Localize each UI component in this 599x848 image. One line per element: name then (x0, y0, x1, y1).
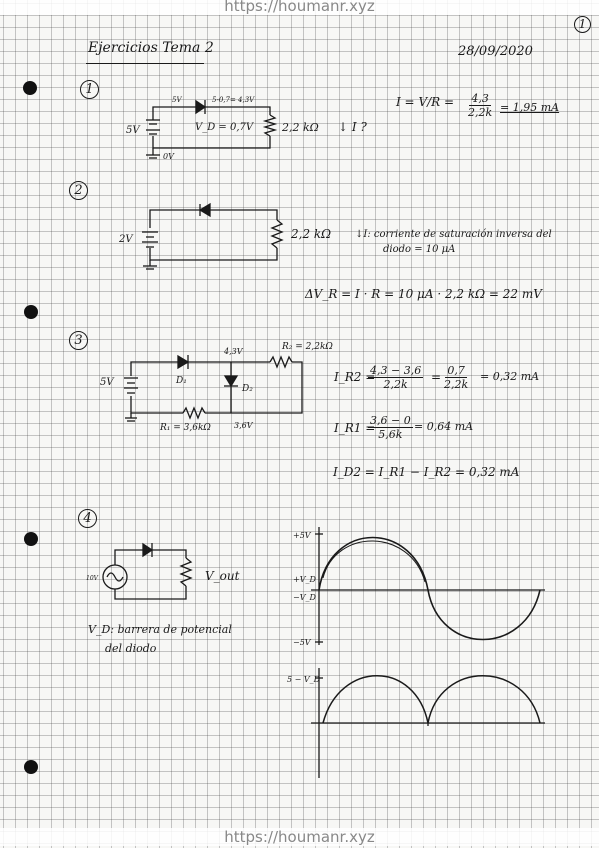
note: V_D: barrera de potencial (88, 623, 232, 636)
title-underline (86, 63, 204, 64)
exercise-number: 2 (69, 181, 88, 200)
resistor-icon (179, 557, 193, 587)
resistor-label: 2,2 kΩ (281, 121, 319, 134)
eq3b-result: = 0,64 mA (414, 420, 474, 433)
denominator: 5,6k (378, 428, 403, 441)
denominator: 2,2k (383, 378, 408, 391)
eq3b-lhs: I_R1 = (334, 421, 376, 435)
current-note: ↓I: corriente de saturación inversa del (355, 229, 552, 240)
current-note: diodo = 10 μA (383, 244, 455, 255)
exercise-number: 4 (78, 509, 97, 528)
binder-hole (23, 81, 37, 95)
watermark-top: https://houmanr.xyz (0, 0, 599, 15)
numerator: 4,3 (469, 92, 491, 106)
diode-label: D₁ (175, 376, 187, 386)
node-label: 4,3V (223, 347, 244, 356)
equation: ΔV_R = I · R = 10 μA · 2,2 kΩ = 22 mV (304, 287, 543, 301)
eq1-lhs: I = V/R = (396, 95, 454, 109)
axis-label: +5V (293, 531, 312, 540)
vout-label: V_out (205, 569, 240, 583)
resistor-icon (182, 406, 206, 420)
page-date: 28/09/2020 (458, 44, 533, 59)
note: del diodo (105, 642, 157, 655)
resistor-icon (262, 114, 278, 137)
diode-icon (142, 542, 154, 558)
source-label: 5V (100, 377, 115, 388)
axis-label: −V_D (293, 593, 316, 602)
fraction: 3,6 − 0 5,6k (368, 414, 413, 441)
resistor-label: R₂ = 2,2kΩ (281, 342, 333, 352)
eq3a-result: = 0,32 mA (480, 370, 540, 383)
diode-icon (195, 99, 207, 115)
current-label: ↓ I ? (338, 120, 367, 134)
ground-label: 0V (163, 152, 175, 161)
numerator: 0,7 (445, 364, 467, 378)
input-sine-curve (318, 536, 541, 641)
diode-icon (177, 354, 190, 370)
output-curve (322, 540, 426, 583)
rectified-curve (322, 675, 541, 724)
resistor-label: R₁ = 3,6kΩ (159, 423, 211, 433)
exercise-number: 3 (69, 331, 88, 350)
eq-text: = (440, 95, 455, 109)
eq-text: I = (396, 95, 419, 109)
axis-label: +V_D (293, 575, 316, 584)
axis-label: −5V (293, 638, 312, 647)
ac-source-icon (102, 564, 128, 590)
diode-icon (198, 202, 211, 218)
fraction: 0,7 2,2k (442, 364, 470, 391)
binder-hole (24, 760, 38, 774)
diode-label: D₂ (241, 384, 253, 394)
equation: I_D2 = I_R1 − I_R2 = 0,32 mA (332, 465, 520, 479)
circuit-3 (124, 354, 303, 422)
eq-text: = (431, 370, 442, 384)
page-number: 1 (574, 16, 591, 33)
circuit-2 (142, 202, 284, 270)
numerator: 4,3 − 3,6 (368, 364, 424, 378)
circuit-1 (146, 99, 278, 159)
node-label: 5-0,7= 4,3V (212, 96, 255, 104)
graph-2 (311, 668, 545, 778)
source-label: 10V (86, 575, 99, 582)
source-label: 5V (126, 125, 141, 136)
binder-hole (24, 305, 38, 319)
graph-1 (311, 527, 545, 645)
eq-text: V/R (418, 95, 441, 109)
source-label: 2V (118, 234, 134, 245)
resistor-icon (269, 355, 293, 369)
axis-label: 5 − V_D (287, 675, 321, 684)
circuit-4 (102, 542, 193, 600)
exercise-number: 1 (80, 80, 99, 99)
watermark-bottom: https://houmanr.xyz (0, 828, 599, 846)
eq3a-lhs: I_R2 = (334, 370, 376, 384)
binder-hole (24, 532, 38, 546)
node-label: 3,6V (234, 421, 254, 430)
resistor-icon (270, 219, 284, 249)
fraction: 4,3 − 3,6 2,2k (368, 364, 424, 391)
denominator: 2,2k (444, 378, 469, 391)
eq1-result: = 1,95 mA (500, 101, 560, 114)
resistor-label: 2,2 kΩ (290, 227, 331, 241)
page-title: Ejercicios Tema 2 (88, 40, 214, 56)
vd-label: V_D = 0,7V (195, 122, 255, 133)
fraction: 4,3 2,2k (466, 92, 494, 119)
denominator: 2,2k (468, 106, 493, 119)
numerator: 3,6 − 0 (368, 414, 413, 428)
node-label: 5V (172, 96, 182, 104)
diode-icon (223, 375, 239, 388)
